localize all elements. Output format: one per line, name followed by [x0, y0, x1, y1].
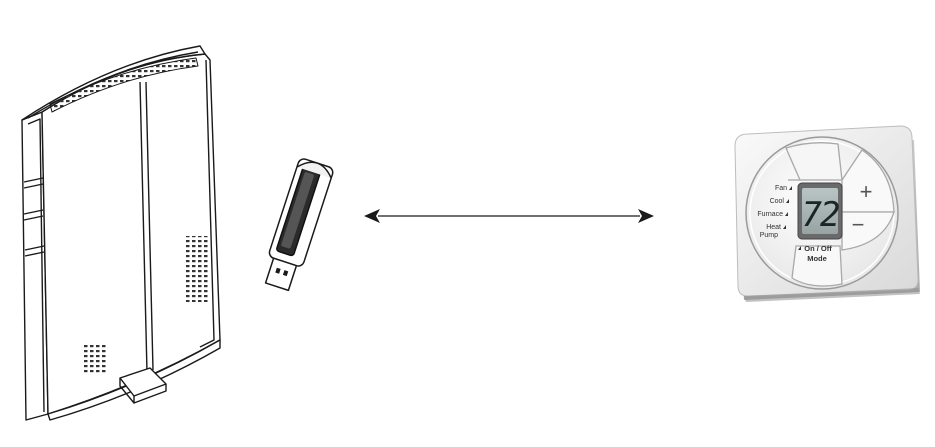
- usb-dongle: [264, 158, 334, 292]
- vent-grille-right: [186, 236, 208, 302]
- router-device: [21, 45, 221, 421]
- fan-indicator-label: Fan: [775, 185, 787, 192]
- bidirectional-arrow: [364, 209, 654, 223]
- increase-temp-button[interactable]: +: [860, 179, 873, 204]
- heat-pump-indicator-label-line2: Pump: [760, 232, 778, 239]
- onoff-button-label[interactable]: On / Off: [804, 244, 832, 253]
- arrowhead-right: [638, 209, 654, 223]
- indicator-leds: [783, 186, 792, 229]
- heat-pump-indicator-label: Heat: [766, 224, 781, 231]
- vent-grille-left: [84, 344, 106, 374]
- arrowhead-left: [364, 209, 380, 223]
- lcd-temperature-readout: 72: [802, 195, 839, 235]
- cool-indicator-label: Cool: [770, 198, 785, 205]
- decrease-temp-button[interactable]: −: [852, 212, 865, 237]
- onoff-led: [798, 246, 801, 250]
- furnace-indicator-label: Furnace: [757, 211, 783, 218]
- thermostat: 72 + − Fan Cool Furnace Heat Pump On / O…: [734, 125, 920, 302]
- lcd-screen: [802, 188, 838, 234]
- mode-button-label[interactable]: Mode: [807, 254, 827, 263]
